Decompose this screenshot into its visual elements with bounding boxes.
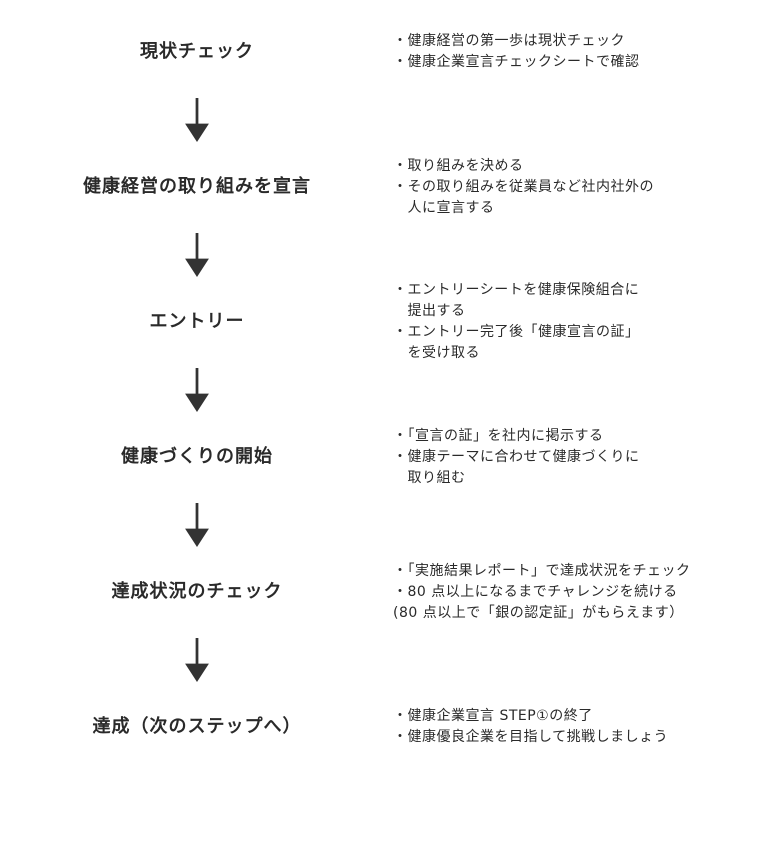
desc-line: ・健康経営の第一歩は現状チェック: [393, 33, 625, 49]
step-6-description: ・健康企業宣言 STEP①の終了 ・健康優良企業を目指して挑戦しましょう: [393, 706, 763, 748]
desc-line: を受け取る: [393, 345, 480, 361]
step-2-title: 健康経営の取り組みを宣言: [83, 176, 311, 197]
step-4-description: ・「宣言の証」を社内に掲示する ・健康テーマに合わせて健康づくりに 取り組む: [393, 426, 763, 489]
down-arrow-icon: [185, 502, 209, 547]
step-6-title: 達成（次のステップへ）: [92, 716, 302, 737]
down-arrow-icon: [185, 97, 209, 142]
step-3-description: ・エントリーシートを健康保険組合に 提出する ・エントリー完了後「健康宣言の証」…: [393, 280, 763, 364]
step-5-title: 達成状況のチェック: [111, 581, 283, 602]
desc-line: 取り組む: [393, 469, 466, 486]
flow-diagram: 現状チェック ・健康経営の第一歩は現状チェック ・健康企業宣言チェックシートで確…: [0, 7, 765, 772]
step-2-row: 健康経営の取り組みを宣言 ・取り組みを決める ・その取り組みを従業員など社内社外…: [0, 142, 765, 232]
desc-line: ・「実施結果レポート」で達成状況をチェック: [393, 562, 691, 579]
step-1-description: ・健康経営の第一歩は現状チェック ・健康企業宣言チェックシートで確認: [393, 31, 763, 73]
desc-line: (80 点以上で「銀の認定証」がもらえます）: [393, 604, 684, 621]
desc-line: ・80 点以上になるまでチャレンジを続ける: [393, 583, 678, 600]
step-3-title: エントリー: [149, 311, 245, 332]
arrow-row: [0, 232, 765, 277]
desc-line: ・健康テーマに合わせて健康づくりに: [393, 448, 640, 465]
step-6-row: 達成（次のステップへ） ・健康企業宣言 STEP①の終了 ・健康優良企業を目指し…: [0, 682, 765, 772]
step-3-row: エントリー ・エントリーシートを健康保険組合に 提出する ・エントリー完了後「健…: [0, 277, 765, 367]
desc-line: ・エントリーシートを健康保険組合に: [393, 282, 640, 298]
desc-line: ・その取り組みを従業員など社内社外の: [393, 178, 654, 195]
desc-line: ・「宣言の証」を社内に掲示する: [393, 427, 604, 444]
desc-line: ・健康優良企業を目指して挑戦しましょう: [393, 729, 669, 745]
step-1-title: 現状チェック: [140, 41, 254, 62]
down-arrow-icon: [185, 232, 209, 277]
step-5-row: 達成状況のチェック ・「実施結果レポート」で達成状況をチェック ・80 点以上に…: [0, 547, 765, 637]
down-arrow-icon: [185, 637, 209, 682]
step-2-description: ・取り組みを決める ・その取り組みを従業員など社内社外の 人に宣言する: [393, 156, 763, 219]
desc-line: ・取り組みを決める: [393, 157, 524, 174]
step-4-title: 健康づくりの開始: [121, 446, 273, 467]
desc-line: ・健康企業宣言チェックシートで確認: [393, 54, 640, 70]
arrow-row: [0, 502, 765, 547]
arrow-row: [0, 97, 765, 142]
arrow-row: [0, 367, 765, 412]
step-5-description: ・「実施結果レポート」で達成状況をチェック ・80 点以上になるまでチャレンジを…: [393, 561, 763, 624]
desc-line: ・エントリー完了後「健康宣言の証」: [393, 324, 640, 340]
desc-line: 人に宣言する: [393, 199, 495, 216]
step-1-row: 現状チェック ・健康経営の第一歩は現状チェック ・健康企業宣言チェックシートで確…: [0, 7, 765, 97]
step-4-row: 健康づくりの開始 ・「宣言の証」を社内に掲示する ・健康テーマに合わせて健康づく…: [0, 412, 765, 502]
desc-line: 提出する: [393, 303, 466, 319]
desc-line: ・健康企業宣言 STEP①の終了: [393, 708, 593, 724]
arrow-row: [0, 637, 765, 682]
down-arrow-icon: [185, 367, 209, 412]
